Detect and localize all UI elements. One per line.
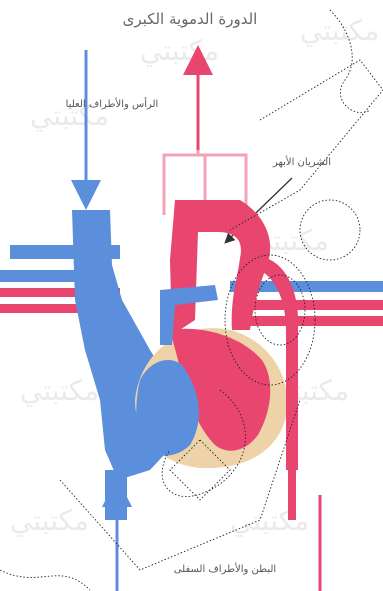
watermark-text: مكتبتي [10,504,89,537]
label-head-limbs: الرأس والأطراف العليا [66,97,159,110]
watermark-text: مكتبتي [300,14,379,47]
pulmonary-artery-right [235,300,383,326]
watermark-text: مكتبتي [230,504,309,537]
watermark-text: مكتبتي [20,374,99,407]
label-aorta: الشريان الأبهر [272,155,331,168]
aorta-lower [288,470,296,520]
label-lower-body: البطن والأطراف السفلى [174,562,276,575]
watermark-text: مكتبتي [140,34,219,67]
diagram-title: الدورة الدموية الكبرى [123,10,258,28]
